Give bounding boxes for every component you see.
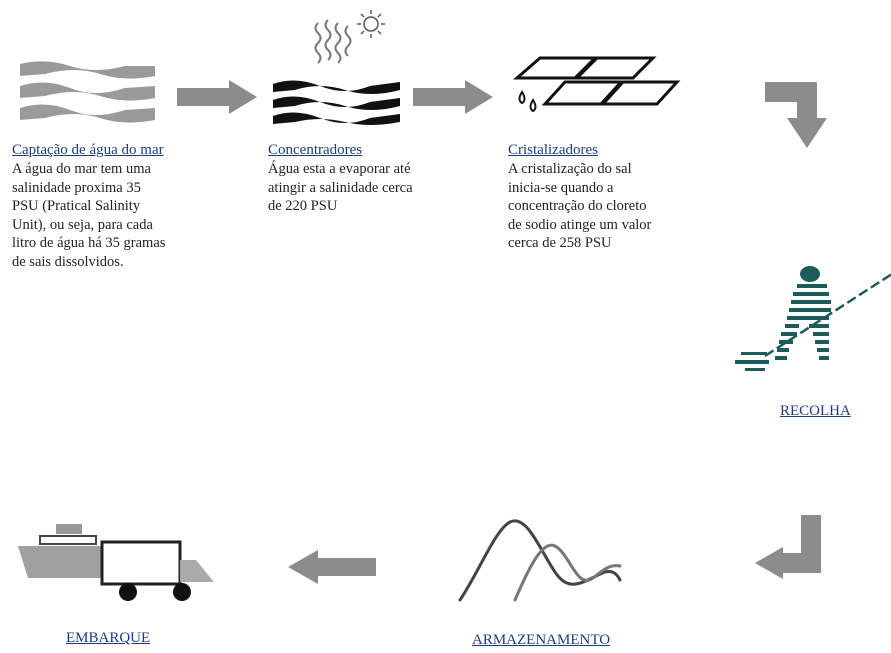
arrow-right-icon <box>413 80 493 114</box>
cristalizadores-desc-line: de sodio atinge um valor <box>508 216 652 233</box>
cristalizadores-desc-line: A cristalização do sal <box>508 161 632 177</box>
sea-waves-icon <box>20 61 155 123</box>
captacao-desc-line: de sais dissolvidos. <box>12 253 124 270</box>
arrow-elbow-left-icon <box>755 515 821 579</box>
captacao-desc-line: PSU (Pratical Salinity <box>12 198 141 214</box>
concentradores-desc-line: atingir a salinidade cerca <box>268 179 413 196</box>
arrow-elbow-down-icon <box>765 82 827 148</box>
captacao-description: A água do mar tem uma salinidade proxima… <box>12 160 212 271</box>
concentradores-desc-line: Água esta a evaporar até <box>268 161 411 177</box>
captacao-desc-line: litro de água há 35 gramas <box>12 235 166 251</box>
captacao-desc-line: A água do mar tem uma <box>12 161 151 177</box>
cristalizadores-desc-line: inicia-se quando a <box>508 179 614 196</box>
cargo-ship-truck-icon <box>18 524 214 601</box>
arrow-left-icon <box>288 550 376 584</box>
arrow-right-icon <box>177 80 257 114</box>
evaporation-waves-icon <box>273 10 400 125</box>
concentradores-title[interactable]: Concentradores <box>268 142 363 158</box>
recolha-label[interactable]: RECOLHA <box>780 403 851 419</box>
salt-mounds-icon <box>458 519 622 602</box>
cristalizadores-desc-line: concentração do cloreto <box>508 198 647 214</box>
captacao-desc-line: salinidade proxima 35 <box>12 179 141 196</box>
salt-worker-icon <box>735 266 891 371</box>
concentradores-desc-line: de 220 PSU <box>268 198 338 214</box>
salt-pans-icon <box>512 56 681 113</box>
captacao-desc-line: Unit), ou seja, para cada <box>12 216 153 233</box>
embarque-label[interactable]: EMBARQUE <box>66 630 151 646</box>
cristalizadores-description: A cristalização do sal inicia-se quando … <box>508 160 708 253</box>
captacao-title[interactable]: Captação de água do mar <box>12 142 164 158</box>
sun-icon <box>357 10 385 38</box>
armazenamento-label[interactable]: ARMAZENAMENTO <box>472 632 611 648</box>
cristalizadores-title[interactable]: Cristalizadores <box>508 142 598 158</box>
concentradores-description: Água esta a evaporar até atingir a salin… <box>268 160 468 216</box>
cristalizadores-desc-line: cerca de 258 PSU <box>508 235 612 251</box>
